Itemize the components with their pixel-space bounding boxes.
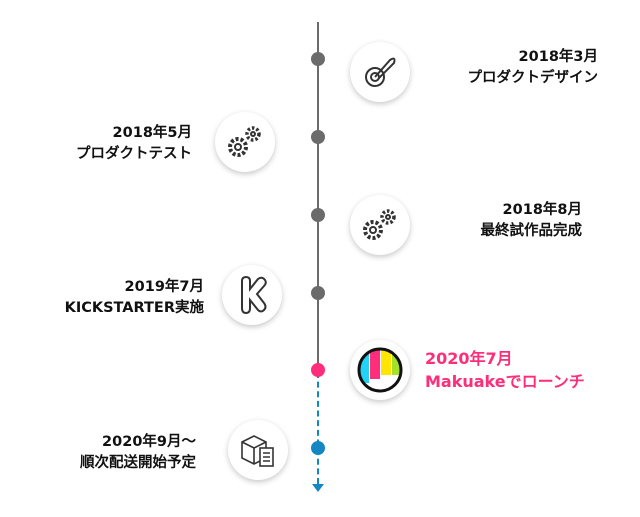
timeline-line: [317, 22, 319, 370]
gears-icon: [350, 195, 410, 255]
timeline-dot: [311, 286, 325, 300]
event-label: 2018年5月プロダクトテスト: [76, 123, 192, 165]
event-label-launch: 2020年7月 Makuakeでローンチ: [425, 347, 585, 393]
timeline-dot: [311, 208, 325, 222]
event-date: 2020年7月: [425, 349, 513, 368]
event-date: 2018年8月: [502, 202, 582, 218]
event-title: Makuakeでローンチ: [425, 372, 585, 391]
pen-design-icon: [350, 42, 410, 102]
event-title: 順次配送開始予定: [80, 455, 196, 471]
event-title: KICKSTARTER実施: [64, 300, 204, 316]
event-title: プロダクトデザイン: [467, 70, 599, 86]
timeline-dot-launch: [311, 363, 325, 377]
event-title: プロダクトテスト: [76, 146, 192, 162]
event-date: 2018年5月: [112, 125, 192, 141]
makuake-logo-icon: [350, 340, 410, 400]
event-label: 2018年3月プロダクトデザイン: [468, 47, 599, 89]
kickstarter-icon: [222, 265, 282, 325]
timeline-future-line: [317, 372, 319, 484]
event-date: 2020年9月〜: [102, 434, 196, 450]
timeline-dot: [311, 52, 325, 66]
timeline-dot-future: [311, 441, 325, 455]
timeline-dot: [311, 130, 325, 144]
gears-icon: [215, 112, 275, 172]
event-date: 2019年7月: [124, 279, 204, 295]
event-label: 2019年7月 KICKSTARTER実施: [65, 277, 204, 319]
event-label: 2020年9月〜順次配送開始予定: [80, 432, 196, 474]
event-label: 2018年8月最終試作品完成: [481, 200, 583, 242]
event-date: 2018年3月: [518, 49, 598, 65]
arrow-down-icon: [312, 484, 324, 492]
event-title: 最終試作品完成: [480, 223, 583, 239]
box-checklist-icon: [228, 420, 288, 480]
